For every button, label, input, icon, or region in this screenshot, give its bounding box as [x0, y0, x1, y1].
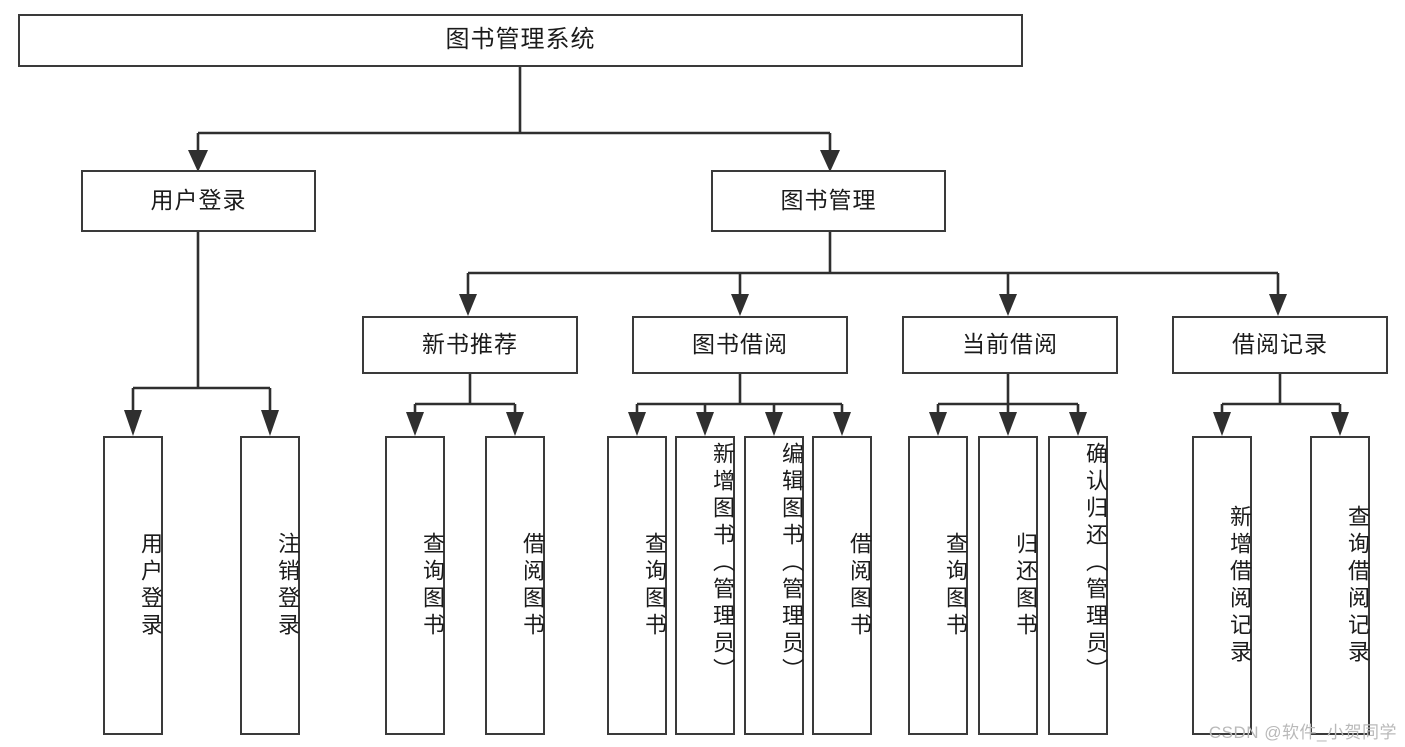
leaf-borrow-borrow-book[interactable]: 借阅图书	[812, 436, 872, 735]
node-borrow-record[interactable]: 借阅记录	[1172, 316, 1388, 374]
leaf-current-query-book[interactable]: 查询图书	[908, 436, 968, 735]
node-book-management[interactable]: 图书管理	[711, 170, 946, 232]
leaf-user-login-login[interactable]: 用户登录	[103, 436, 163, 735]
leaf-record-add-record[interactable]: 新增借阅记录	[1192, 436, 1252, 735]
node-current-borrow[interactable]: 当前借阅	[902, 316, 1118, 374]
leaf-user-login-logout[interactable]: 注销登录	[240, 436, 300, 735]
leaf-current-return-book[interactable]: 归还图书	[978, 436, 1038, 735]
leaf-borrow-add-book-admin[interactable]: 新增图书（管理员）	[675, 436, 735, 735]
node-new-book-recommend[interactable]: 新书推荐	[362, 316, 578, 374]
csdn-watermark: CSDN @软件_小贺同学	[1208, 723, 1397, 742]
leaf-record-query-record[interactable]: 查询借阅记录	[1310, 436, 1370, 735]
leaf-borrow-query-book[interactable]: 查询图书	[607, 436, 667, 735]
leaf-current-confirm-return-admin[interactable]: 确认归还（管理员）	[1048, 436, 1108, 735]
leaf-borrow-edit-book-admin[interactable]: 编辑图书（管理员）	[744, 436, 804, 735]
leaf-recommend-borrow-book[interactable]: 借阅图书	[485, 436, 545, 735]
leaf-recommend-query-book[interactable]: 查询图书	[385, 436, 445, 735]
node-root-system[interactable]: 图书管理系统	[18, 14, 1023, 67]
node-book-borrow[interactable]: 图书借阅	[632, 316, 848, 374]
node-user-login[interactable]: 用户登录	[81, 170, 316, 232]
